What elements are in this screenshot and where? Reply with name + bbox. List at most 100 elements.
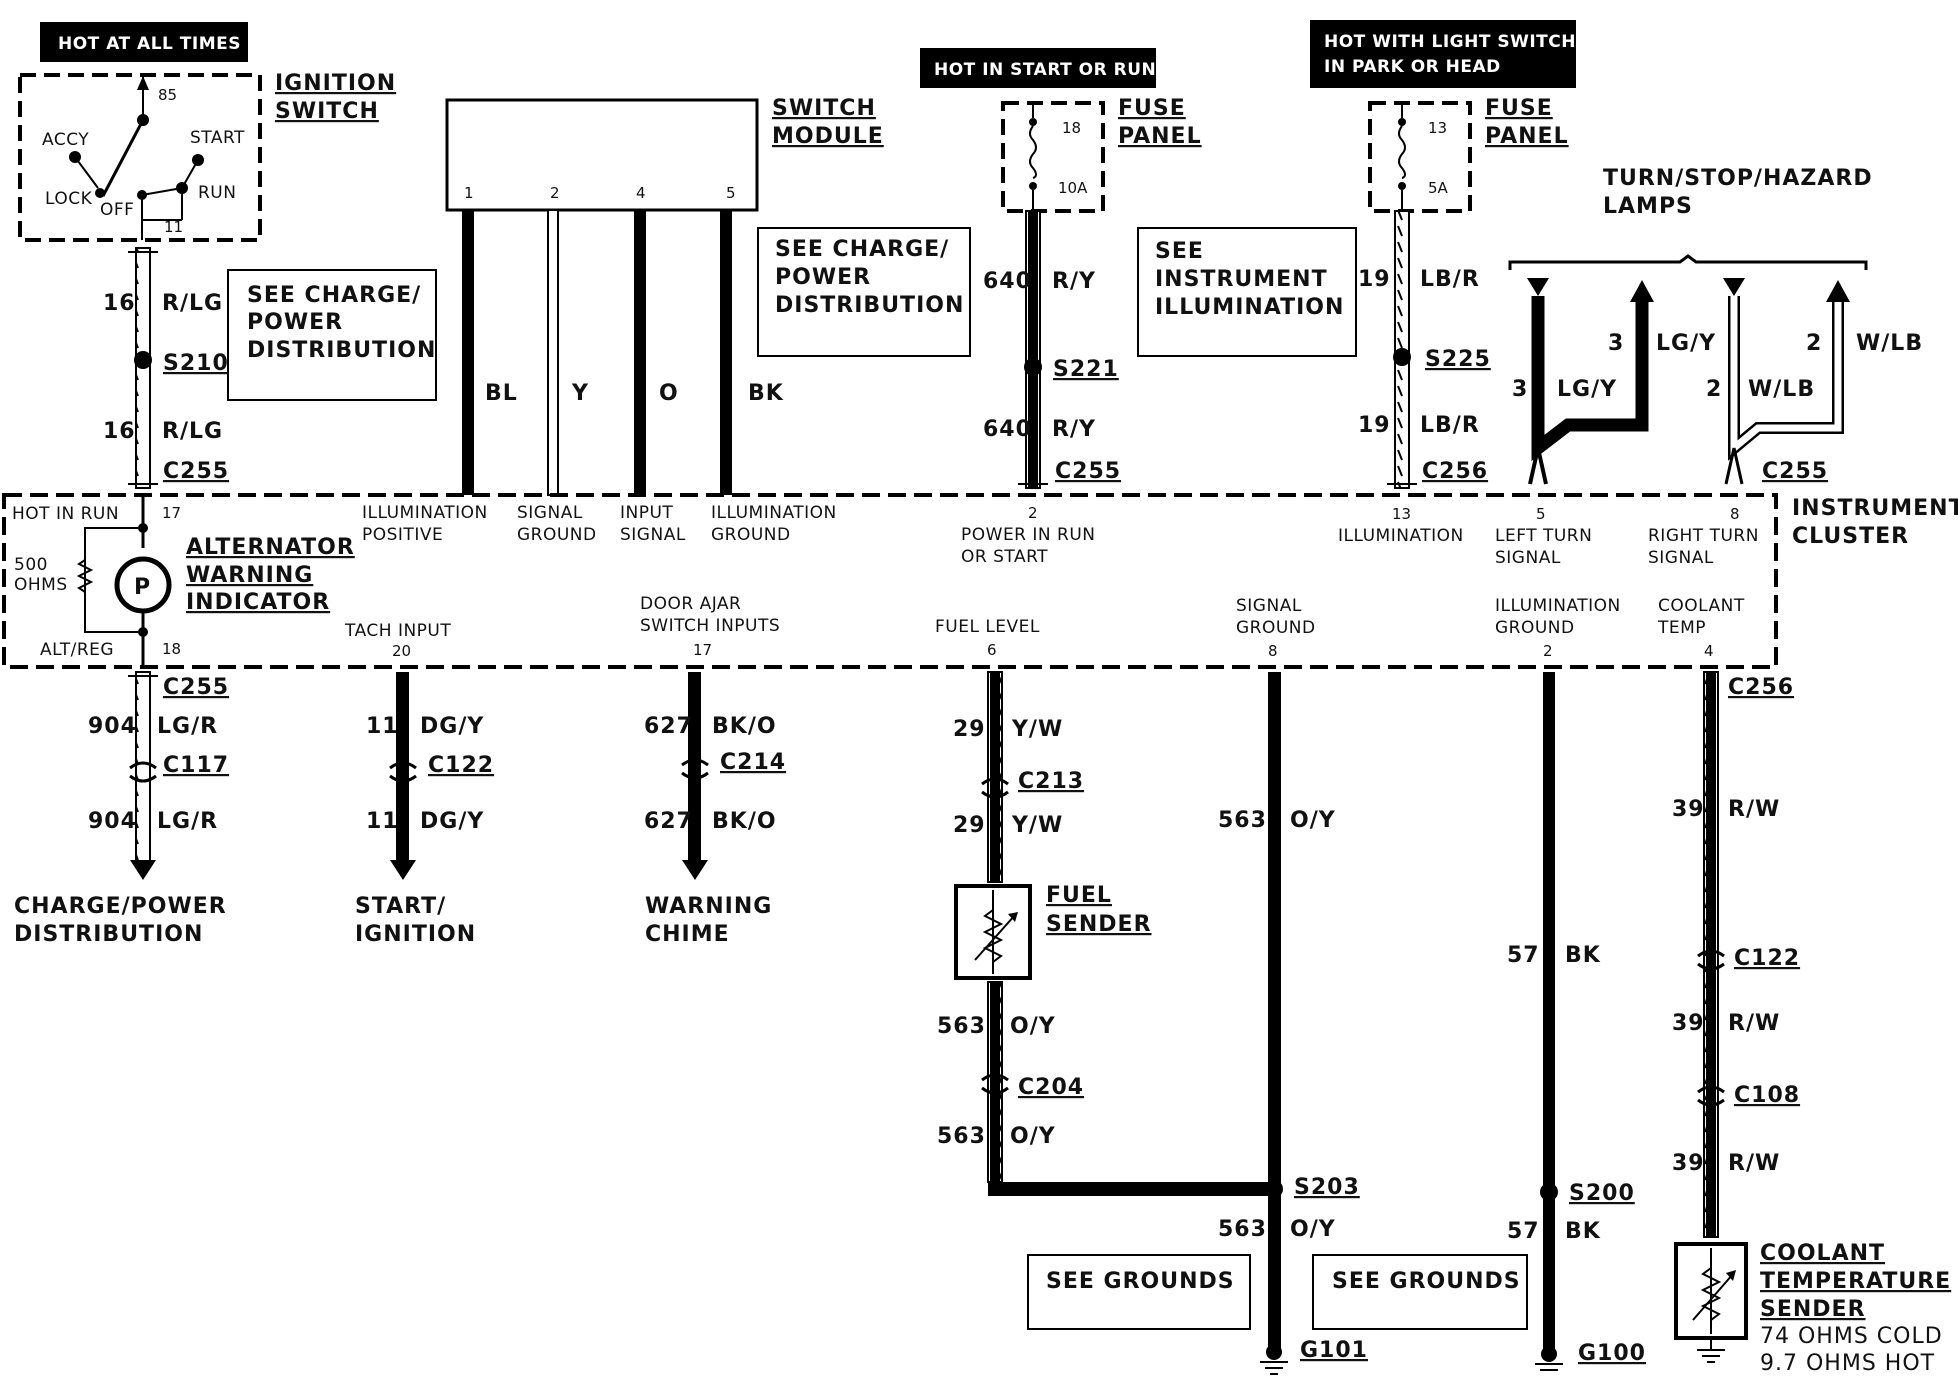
svg-text:R/W: R/W	[1728, 1011, 1780, 1036]
svg-text:INPUT: INPUT	[620, 503, 673, 523]
svg-text:TACH INPUT: TACH INPUT	[344, 621, 451, 641]
svg-text:SENDER: SENDER	[1046, 912, 1152, 937]
svg-text:GROUND: GROUND	[517, 525, 597, 545]
svg-text:13: 13	[1392, 505, 1411, 523]
wire-563-oy-ground: 563 O/Y S203 563 O/Y G101	[1218, 672, 1367, 1375]
svg-text:BK/O: BK/O	[712, 809, 777, 834]
svg-text:O/Y: O/Y	[1010, 1014, 1056, 1039]
svg-text:OHMS: OHMS	[14, 575, 68, 595]
svg-text:O/Y: O/Y	[1290, 808, 1336, 833]
svg-text:WARNING: WARNING	[645, 894, 772, 919]
svg-text:904: 904	[88, 809, 137, 834]
svg-text:IGNITION: IGNITION	[275, 71, 396, 96]
hot-label-start-run: HOT IN START OR RUN	[920, 48, 1156, 88]
svg-text:O: O	[659, 381, 679, 406]
svg-text:5: 5	[1536, 505, 1546, 523]
svg-text:2: 2	[1706, 377, 1722, 402]
wire-bk: BK	[720, 210, 783, 495]
wire-563-oy-fuel: 563 O/Y C204 563 O/Y	[937, 981, 1270, 1196]
svg-text:FUSE: FUSE	[1485, 96, 1553, 121]
svg-text:20: 20	[392, 642, 411, 660]
svg-text:DG/Y: DG/Y	[420, 809, 484, 834]
see-grounds-box-1: SEE GROUNDS	[1027, 1254, 1251, 1330]
instrument-cluster: INSTRUMENT CLUSTER P HOT IN RUN 17 500 O…	[2, 493, 1958, 669]
svg-text:SWITCH: SWITCH	[275, 99, 379, 124]
hot-label-light-switch: HOT WITH LIGHT SWITCH IN PARK OR HEAD	[1310, 20, 1576, 88]
svg-text:2: 2	[1806, 331, 1822, 356]
svg-text:BK/O: BK/O	[712, 714, 777, 739]
svg-text:13: 13	[1428, 119, 1447, 137]
svg-text:Y/W: Y/W	[1011, 717, 1063, 742]
svg-text:FUEL: FUEL	[1046, 883, 1112, 908]
svg-text:39: 39	[1672, 1011, 1705, 1036]
svg-text:57: 57	[1507, 1219, 1540, 1244]
svg-text:S203: S203	[1294, 1175, 1360, 1200]
svg-text:11: 11	[164, 218, 183, 236]
svg-text:ILLUMINATION: ILLUMINATION	[1155, 295, 1344, 320]
svg-text:ILLUMINATION: ILLUMINATION	[1338, 526, 1464, 546]
ignition-switch: 85 ACCY LOCK OFF START RUN 11 IGNITION S…	[18, 71, 396, 242]
svg-text:SEE CHARGE/: SEE CHARGE/	[775, 237, 949, 262]
svg-text:LAMPS: LAMPS	[1603, 194, 1693, 219]
svg-text:C255: C255	[1055, 459, 1121, 484]
svg-text:CHARGE/POWER: CHARGE/POWER	[14, 894, 227, 919]
svg-text:8: 8	[1730, 505, 1740, 523]
see-instrument-illumination-box: SEE INSTRUMENT ILLUMINATION	[1137, 227, 1357, 357]
svg-text:POWER IN RUN: POWER IN RUN	[961, 525, 1096, 545]
svg-text:SIGNAL: SIGNAL	[1236, 596, 1302, 616]
svg-text:563: 563	[937, 1124, 986, 1149]
svg-text:Y: Y	[571, 381, 589, 406]
svg-text:R/LG: R/LG	[162, 419, 223, 444]
svg-text:GROUND: GROUND	[711, 525, 791, 545]
svg-text:START: START	[190, 128, 245, 148]
svg-text:R/Y: R/Y	[1052, 269, 1096, 294]
svg-text:LB/R: LB/R	[1420, 413, 1480, 438]
svg-text:RUN: RUN	[198, 183, 236, 203]
svg-text:C122: C122	[428, 753, 494, 778]
svg-text:640: 640	[983, 269, 1032, 294]
svg-text:INSTRUMENT: INSTRUMENT	[1155, 267, 1328, 292]
svg-text:CLUSTER: CLUSTER	[1792, 524, 1909, 549]
svg-text:DISTRIBUTION: DISTRIBUTION	[775, 293, 964, 318]
svg-text:C213: C213	[1018, 769, 1084, 794]
wire-3-lgy: 3 LG/Y 3 LG/Y	[1512, 278, 1716, 485]
svg-text:FUEL LEVEL: FUEL LEVEL	[935, 617, 1040, 637]
svg-text:2: 2	[1543, 642, 1553, 660]
svg-text:LG/Y: LG/Y	[1656, 331, 1716, 356]
svg-text:ALTERNATOR: ALTERNATOR	[186, 535, 355, 560]
wire-2-wlb: 2 W/LB 2 W/LB C255	[1706, 278, 1923, 485]
wire-o: O	[634, 210, 679, 495]
svg-text:WARNING: WARNING	[186, 563, 313, 588]
svg-text:DISTRIBUTION: DISTRIBUTION	[247, 338, 436, 363]
svg-text:POWER: POWER	[775, 265, 871, 290]
svg-text:2: 2	[550, 184, 560, 202]
svg-text:C117: C117	[163, 753, 229, 778]
svg-text:6: 6	[987, 641, 997, 659]
svg-text:W/LB: W/LB	[1856, 331, 1923, 356]
svg-text:16: 16	[103, 419, 136, 444]
svg-text:19: 19	[1358, 413, 1391, 438]
svg-text:TEMPERATURE: TEMPERATURE	[1760, 1269, 1951, 1294]
svg-text:COOLANT: COOLANT	[1658, 596, 1745, 616]
wire-19-lbr: 19 LB/R S225 19 LB/R C256	[1358, 210, 1490, 489]
svg-text:IN PARK OR HEAD: IN PARK OR HEAD	[1324, 57, 1501, 77]
svg-text:ALT/REG: ALT/REG	[40, 640, 114, 660]
svg-text:SENDER: SENDER	[1760, 1297, 1866, 1322]
svg-text:1: 1	[464, 184, 474, 202]
see-charge-box-1: SEE CHARGE/ POWER DISTRIBUTION	[227, 269, 437, 401]
svg-text:39: 39	[1672, 797, 1705, 822]
svg-text:74 OHMS COLD: 74 OHMS COLD	[1760, 1324, 1943, 1349]
svg-text:C255: C255	[163, 675, 229, 700]
svg-text:TURN/STOP/HAZARD: TURN/STOP/HAZARD	[1603, 166, 1873, 191]
svg-text:2: 2	[1028, 504, 1038, 522]
hot-label-always: HOT AT ALL TIMES	[40, 22, 248, 62]
svg-text:HOT IN RUN: HOT IN RUN	[12, 504, 119, 524]
svg-text:HOT IN START OR RUN: HOT IN START OR RUN	[934, 60, 1156, 80]
svg-text:CHIME: CHIME	[645, 922, 730, 947]
wire-627-bko: 627 BK/O C214 627 BK/O WARNING CHIME	[644, 672, 785, 947]
svg-text:SEE GROUNDS: SEE GROUNDS	[1046, 1269, 1235, 1294]
svg-text:18: 18	[162, 640, 181, 658]
svg-text:904: 904	[88, 714, 137, 739]
svg-text:O/Y: O/Y	[1290, 1217, 1336, 1242]
svg-text:R/W: R/W	[1728, 1151, 1780, 1176]
